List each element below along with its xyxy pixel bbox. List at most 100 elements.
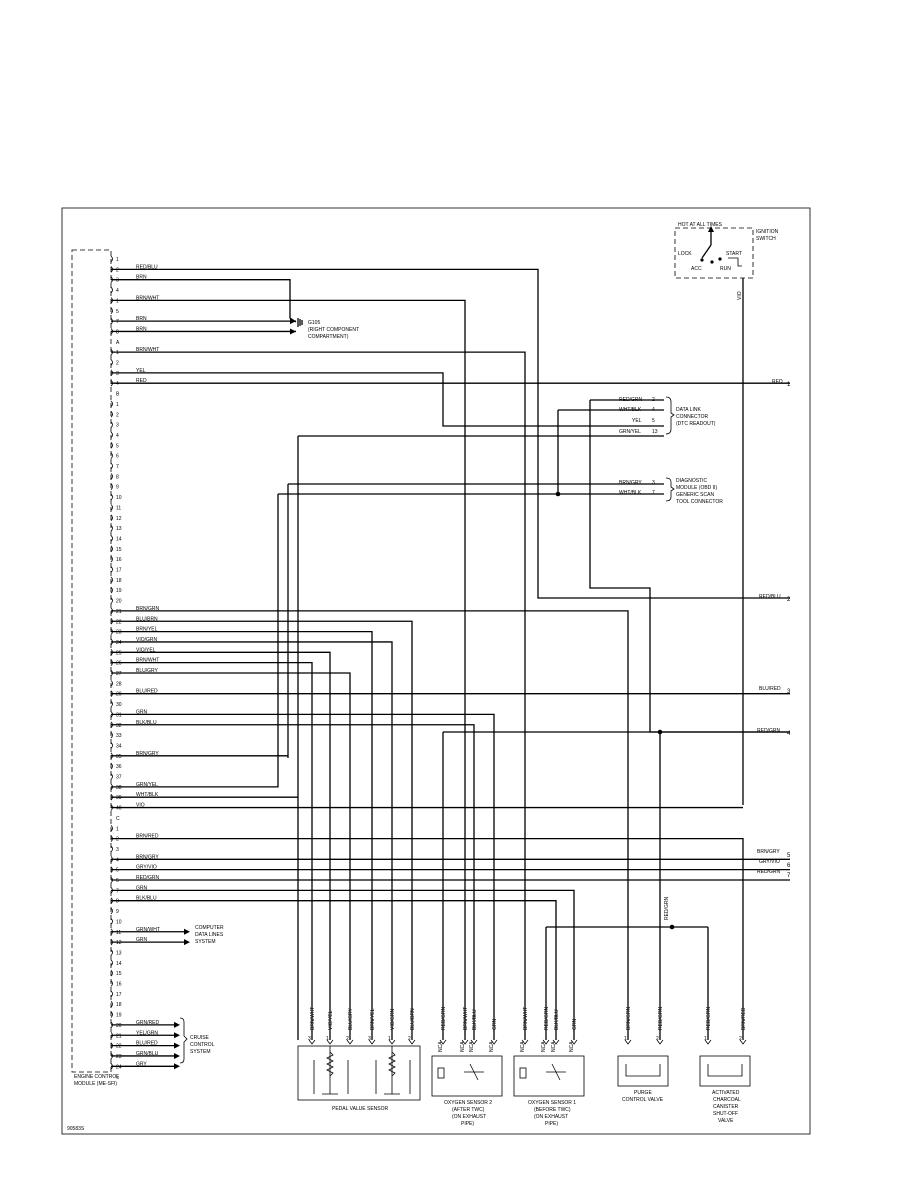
ecm-pin-mark xyxy=(110,421,113,428)
ecm-pin-number: 22 xyxy=(116,1044,122,1050)
pin-chevron-icon xyxy=(461,1039,469,1045)
wire xyxy=(111,889,575,1040)
ecm-wire-label: VIO/GRN xyxy=(136,637,158,643)
ecm-wire-label: RED/GRN xyxy=(136,875,159,881)
ecm-pin-number: 14 xyxy=(116,536,122,542)
wire xyxy=(589,399,790,733)
ecm-pin-number: 5 xyxy=(116,309,119,315)
arrow-icon xyxy=(184,928,190,935)
ecm-wire-label: BLU/GRY xyxy=(136,668,159,674)
ecm-wire-label: GRN/YEL xyxy=(136,782,158,788)
ecm-pin-number: 10 xyxy=(116,919,122,925)
ecm-label-line2: MODULE (ME-SFI) xyxy=(74,1081,117,1087)
ecm-pin-number: 10 xyxy=(116,495,122,501)
pin-chevron-icon xyxy=(624,1039,632,1045)
ecm-pin-number: 8 xyxy=(116,474,119,480)
ecm-pin-number: 6 xyxy=(116,454,119,460)
wire xyxy=(111,651,331,1040)
wire xyxy=(111,494,279,788)
ecm-pin-mark xyxy=(110,980,113,987)
pin-chevron-icon xyxy=(439,1039,447,1045)
ecm-pin-number: 21 xyxy=(116,1033,122,1039)
ecm-wire-label: BRN/GRN xyxy=(136,606,159,612)
pin-chevron-icon xyxy=(408,1039,416,1045)
ecm-label-line1: ENGINE CONTROL xyxy=(74,1074,119,1080)
ecm-pin-number: 20 xyxy=(116,599,122,605)
diag-label-2: MODULE (OBD II) xyxy=(676,485,717,491)
ecm-pin-number: 12 xyxy=(116,516,122,522)
ecm-pin-number: 5 xyxy=(116,443,119,449)
ecm-wire-label: BRN xyxy=(136,275,147,281)
ecm-pin-mark xyxy=(110,442,113,449)
ecm-pin-number: 22 xyxy=(116,619,122,625)
ecm-wire-label: BRN/WHT xyxy=(136,347,159,353)
ground-label-2: (RIGHT COMPONENT xyxy=(308,327,359,333)
ecm-pin-number: 15 xyxy=(116,971,122,977)
ignition-run: RUN xyxy=(720,266,731,272)
ecm-pin-mark xyxy=(110,586,113,594)
ecm-pin-number: 4 xyxy=(116,288,119,294)
ecm-wire-label: VIO xyxy=(136,803,145,809)
dlc-wire-4: GRN/YEL xyxy=(619,429,641,435)
pedal-pin-number: 1 xyxy=(388,1036,391,1042)
offpage-num-7: 7 xyxy=(787,873,791,879)
diagnostic-module: BRN/GRY 3 WHT/BLK 7 DIAGNOSTIC MODULE (O… xyxy=(619,477,723,505)
o2s1-wire-label: RED/GRN xyxy=(544,1007,550,1030)
ecm-pin-number: 32 xyxy=(116,723,122,729)
offpage-wire-1: RED xyxy=(772,379,783,385)
ecm-pin-number: 18 xyxy=(116,578,122,584)
ecm-pin-mark xyxy=(110,762,113,770)
ecm-pin-mark xyxy=(110,824,113,832)
ecm-pin-number: 37 xyxy=(116,775,122,781)
pin-chevron-icon xyxy=(656,1039,664,1045)
arrow-icon xyxy=(174,1052,180,1059)
ecm-pin-number: 11 xyxy=(116,930,121,936)
ecm-pin-mark xyxy=(110,555,113,563)
o2s2-wire-label: GRN xyxy=(492,1019,498,1031)
offpage-num-1: 1 xyxy=(787,382,791,388)
purge-pin-number: 2 xyxy=(656,1036,659,1042)
o2s2-nca-label: NCA xyxy=(438,1041,444,1052)
ecm-pin-number: 8 xyxy=(116,899,119,905)
ecm-pin-number: 4 xyxy=(116,433,119,439)
ecm-pin-number: 19 xyxy=(116,588,122,594)
o2s2-label-1: OXYGEN SENSOR 2 xyxy=(444,1100,492,1106)
offpage-num-4: 4 xyxy=(787,731,791,737)
ecm-pin-number: 35 xyxy=(116,754,122,760)
ecm-pin-mark xyxy=(110,410,113,418)
pin-chevron-icon xyxy=(326,1039,334,1045)
offpage-num-6: 6 xyxy=(787,863,791,869)
ecm-pin-mark xyxy=(110,731,113,739)
offpage-wire-7: RED/GRN xyxy=(757,869,780,875)
ground-label-3: COMPARTMENT) xyxy=(308,334,349,340)
ecm-pin-number: 13 xyxy=(116,950,122,956)
ecm-pin-number: 29 xyxy=(116,692,122,698)
canister-shutoff-valve: ACTIVATED CHARCOAL CANISTER SHUT-OFF VAL… xyxy=(699,1055,751,1124)
wire xyxy=(111,641,393,1040)
ecm-wire-label: BRN xyxy=(136,316,147,322)
o2s1-wire-label: GRN xyxy=(572,1019,578,1031)
ecm-pin-number: 12 xyxy=(116,940,122,946)
ecm-pin-mark xyxy=(110,680,113,687)
o2s2-wire-label: RED/GRN xyxy=(441,1007,447,1030)
ecm-pin-number: 2 xyxy=(116,361,119,367)
ecm-pin-number: 11 xyxy=(116,505,121,511)
o2s1-label-1: OXYGEN SENSOR 1 xyxy=(528,1100,576,1106)
ecm-wire-label: BLU/RED xyxy=(136,1041,158,1047)
wire xyxy=(111,620,413,1040)
dlc-label-3: (DTC READOUT) xyxy=(676,421,716,427)
ignition-lock: LOCK xyxy=(678,251,692,257)
ecm-wire-label: RED/BLU xyxy=(136,264,158,270)
pedal-wire-label: VIO/GRN xyxy=(390,1008,396,1030)
ecm-wire-label: GRN/WHT xyxy=(136,927,160,933)
ecm-pin-mark xyxy=(110,545,113,553)
o2s2-nca-label: NCA xyxy=(489,1041,495,1052)
wire xyxy=(442,731,790,1040)
diag-label-3: GENERIC SCAN xyxy=(676,492,714,498)
component-pins: BRN/WHT3VIO/YEL1BLU/GRY2BRN/YEL3VIO/GRN1… xyxy=(308,1007,747,1052)
offpage-wire-2: RED/BLU xyxy=(759,594,781,600)
wire xyxy=(111,351,526,1040)
canister-wire-label: RED/GRN xyxy=(706,1007,712,1030)
pedal-pin-number: 1 xyxy=(326,1036,329,1042)
hot-at-all-times: HOT AT ALL TIMES xyxy=(678,222,723,228)
